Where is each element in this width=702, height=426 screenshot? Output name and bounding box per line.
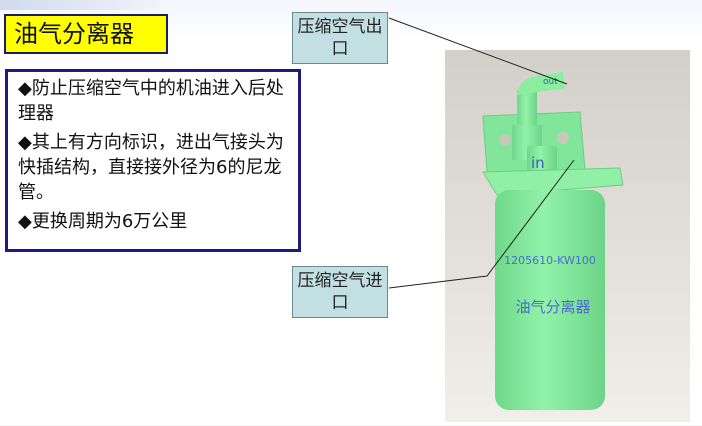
decorative-banner: [0, 0, 160, 10]
bullet-list: ◆防止压缩空气中的机油进入后处理器 ◆其上有方向标识，进出气接头为快插结构，直接…: [5, 69, 301, 252]
bullet-item: ◆更换周期为6万公里: [18, 211, 188, 232]
part-number: 1205610-KW100: [504, 254, 596, 267]
part-name: 油气分离器: [515, 298, 590, 316]
bullet-item: ◆其上有方向标识，进出气接头为快插结构，直接接外径为6的尼龙管。: [18, 132, 284, 203]
inlet-leader-line: [388, 159, 575, 289]
slide-title: 油气分离器: [4, 14, 168, 54]
separator-image: out in 1205610-KW100 油气分离器: [445, 50, 690, 422]
inlet-callout: 压缩空气进口: [292, 266, 388, 318]
oil-gas-separator-drawing: out in 1205610-KW100 油气分离器: [482, 72, 624, 410]
out-label: out: [543, 77, 558, 87]
bullet-item: ◆防止压缩空气中的机油进入后处理器: [18, 78, 284, 124]
in-label: in: [531, 154, 545, 172]
outlet-callout: 压缩空气出口: [292, 12, 388, 64]
outlet-leader-line: [388, 17, 568, 85]
